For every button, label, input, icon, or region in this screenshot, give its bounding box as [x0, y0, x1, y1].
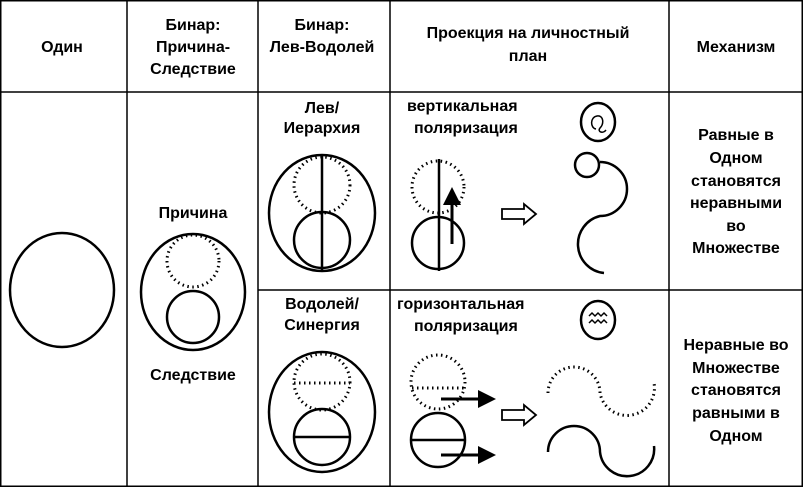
mechanism-line: Множестве — [692, 240, 780, 257]
header-mechanism: Механизм — [697, 39, 776, 56]
header-projection-1: Проекция на личностный — [427, 25, 630, 42]
mechanism-line: равными в — [692, 405, 780, 422]
leo-mechanism-text: Равные в Одном становятся неравными во М… — [690, 127, 782, 257]
leo-curve — [576, 160, 629, 275]
mechanism-line: Множестве — [692, 360, 780, 377]
aquarius-sign-icon — [579, 299, 617, 341]
binary-outer-circle — [139, 232, 247, 352]
projection-dotted-circle-2 — [409, 353, 467, 411]
leo-outer-circle — [267, 153, 377, 273]
effect-label: Следствие — [150, 367, 236, 384]
leo-dotted-circle — [292, 155, 352, 215]
aquarius-label-2: Синергия — [284, 317, 360, 334]
header-binary-leo-2: Лев-Водолей — [270, 39, 375, 56]
vertical-polarization-1: вертикальная — [407, 98, 518, 115]
effect-circle — [165, 289, 221, 345]
mechanism-line: становятся — [691, 173, 781, 190]
hollow-right-arrow-icon — [501, 403, 538, 427]
header-binary-cause-1: Бинар: — [166, 17, 221, 34]
header-projection-2: план — [509, 48, 547, 65]
mechanism-line: становятся — [691, 382, 781, 399]
leo-sign-icon — [579, 101, 617, 143]
mechanism-line: Одном — [709, 150, 762, 167]
hollow-right-arrow-icon — [501, 202, 538, 226]
header-binary-cause-2: Причина- — [156, 39, 230, 56]
header-binary-cause-3: Следствие — [150, 61, 236, 78]
cause-dotted-circle — [165, 233, 221, 289]
leo-label-1: Лев/ — [305, 100, 340, 117]
horizontal-polarization-2: поляризация — [414, 318, 518, 335]
leo-head-circle — [573, 151, 601, 179]
aquarius-mechanism-text: Неравные во Множестве становятся равными… — [683, 337, 788, 445]
mechanism-line: неравными — [690, 195, 782, 212]
cause-label: Причина — [159, 205, 228, 222]
solid-wave — [546, 424, 656, 478]
one-circle — [8, 231, 116, 349]
aquarius-outer-circle — [267, 350, 377, 474]
mechanism-line: во — [726, 218, 746, 235]
aquarius-dotted-circle — [292, 352, 352, 412]
horizontal-polarization-1: горизонтальная — [397, 296, 524, 313]
mechanism-line: Одном — [709, 428, 762, 445]
dotted-wave — [546, 365, 656, 417]
vertical-polarization-2: поляризация — [414, 120, 518, 137]
header-one: Один — [41, 39, 83, 56]
header-binary-leo-1: Бинар: — [295, 17, 350, 34]
mechanism-line: Неравные во — [683, 337, 788, 354]
mechanism-line: Равные в — [698, 127, 774, 144]
leo-label-2: Иерархия — [284, 120, 361, 137]
aquarius-label-1: Водолей/ — [285, 296, 359, 313]
